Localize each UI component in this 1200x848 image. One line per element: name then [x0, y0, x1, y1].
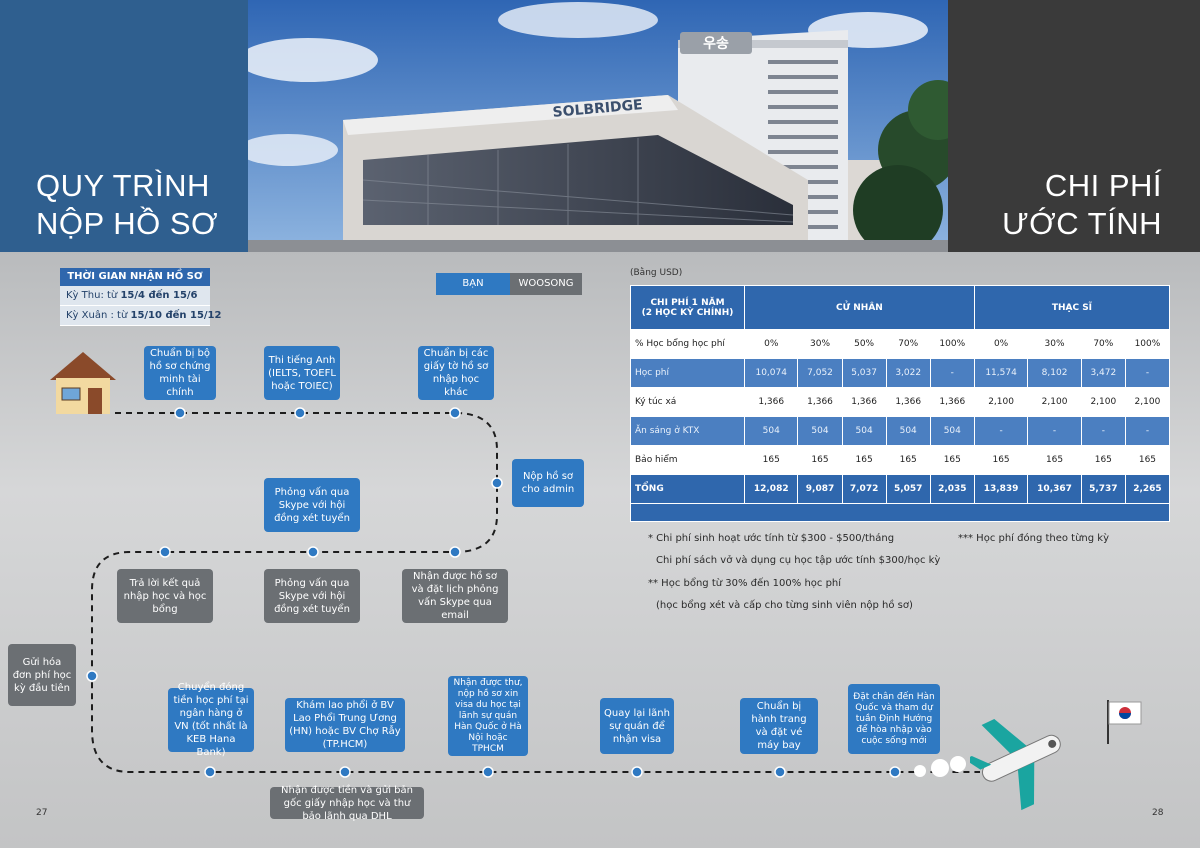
note-books-cost: Chi phí sách vở và dụng cụ học tập ước t…	[656, 555, 941, 566]
sign-top-text: 우송	[703, 36, 729, 52]
table-footer-bar	[630, 503, 1170, 522]
step-schedule-interview: Nhận được hồ sơ và đặt lịch phỏng vấn Sk…	[402, 569, 508, 623]
reception-period: THỜI GIAN NHẬN HỒ SƠ Kỳ Thu: từ 15/4 đến…	[60, 268, 221, 326]
sign-building-text: SOLBRIDGE	[552, 97, 643, 121]
step-skype-interview-woosong: Phỏng vấn qua Skype với hội đồng xét tuy…	[264, 569, 360, 623]
right-title: CHI PHÍ ƯỚC TÍNH	[1002, 168, 1162, 241]
step-admission-result: Trả lời kết quả nhập học và học bổng	[117, 569, 213, 623]
table-row: % Học bổng học phí 0%30%50%70%100%0%30%7…	[630, 329, 1171, 359]
step-send-documents: Nhận được tiền và gửi bản gốc giấy nhập …	[270, 785, 424, 822]
legend-you: BẠN	[436, 273, 510, 295]
group-bachelor: CỬ NHÂN	[744, 285, 975, 330]
step-financial-docs: Chuẩn bị bộ hồ sơ chứng minh tài chính	[144, 346, 216, 400]
unit-note: (Bằng USD)	[630, 268, 683, 278]
step-other-docs: Chuẩn bị các giấy tờ hồ sơ nhập học khác	[418, 346, 494, 400]
note-living-cost: * Chi phí sinh hoạt ước tính từ $300 - $…	[648, 533, 895, 544]
reception-title: THỜI GIAN NHẬN HỒ SƠ	[60, 268, 210, 286]
korea-flag-icon	[1104, 700, 1144, 748]
legend-woosong: WOOSONG	[510, 273, 582, 295]
table-header-row: CHI PHÍ 1 NĂM(2 HỌC KỲ CHÍNH) CỬ NHÂN TH…	[630, 285, 1171, 330]
step-visa-apply: Nhận được thư, nộp hồ sơ xin visa du học…	[448, 676, 528, 756]
step-collect-visa: Quay lại lãnh sự quán để nhận visa	[600, 698, 674, 754]
step-skype-interview-you: Phỏng vấn qua Skype với hội đồng xét tuy…	[264, 478, 360, 532]
group-master: THẠC SĨ	[973, 285, 1171, 330]
step-pay-tuition: Chuyển đóng tiền học phí tại ngân hàng ở…	[168, 682, 254, 758]
step-book-flight: Chuẩn bị hành trang và đặt vé máy bay	[740, 698, 818, 754]
airplane-icon	[964, 700, 1070, 816]
left-title: QUY TRÌNH NỘP HỒ SƠ	[36, 168, 219, 241]
legend: BẠN WOOSONG	[436, 273, 582, 295]
step-english-test: Thi tiếng Anh (IELTS, TOEFL hoặc TOIEC)	[264, 346, 340, 400]
note-scholarship: ** Học bổng từ 30% đến 100% học phí	[648, 578, 842, 589]
left-title-panel: QUY TRÌNH NỘP HỒ SƠ	[0, 0, 248, 252]
step-submit-admin: Nộp hồ sơ cho admin	[512, 459, 584, 507]
step-arrive-korea: Đặt chân đến Hàn Quốc và tham dự tuần Đị…	[848, 684, 940, 754]
page-number-left: 27	[36, 808, 48, 818]
step-tb-check: Khám lao phổi ở BV Lao Phổi Trung Ương (…	[285, 698, 405, 752]
right-title-panel: CHI PHÍ ƯỚC TÍNH	[948, 0, 1200, 252]
table-head-label: CHI PHÍ 1 NĂM(2 HỌC KỲ CHÍNH)	[630, 285, 745, 330]
campus-photo: 우송 SOLBRIDGE	[248, 0, 948, 252]
cost-table: CHI PHÍ 1 NĂM(2 HỌC KỲ CHÍNH) CỬ NHÂN TH…	[630, 285, 1171, 522]
house-icon	[48, 350, 118, 420]
note-tuition-term: *** Học phí đóng theo từng kỳ	[958, 533, 1110, 544]
page-number-right: 28	[1152, 808, 1164, 818]
step-send-invoice: Gửi hóa đơn phí học kỳ đầu tiên	[8, 644, 76, 706]
reception-row: Kỳ Thu: từ 15/4 đến 15/6	[60, 286, 210, 306]
note-scholarship-detail: (học bổng xét và cấp cho từng sinh viên …	[656, 600, 913, 611]
reception-row: Kỳ Xuân : từ 15/10 đến 15/12	[60, 306, 221, 326]
